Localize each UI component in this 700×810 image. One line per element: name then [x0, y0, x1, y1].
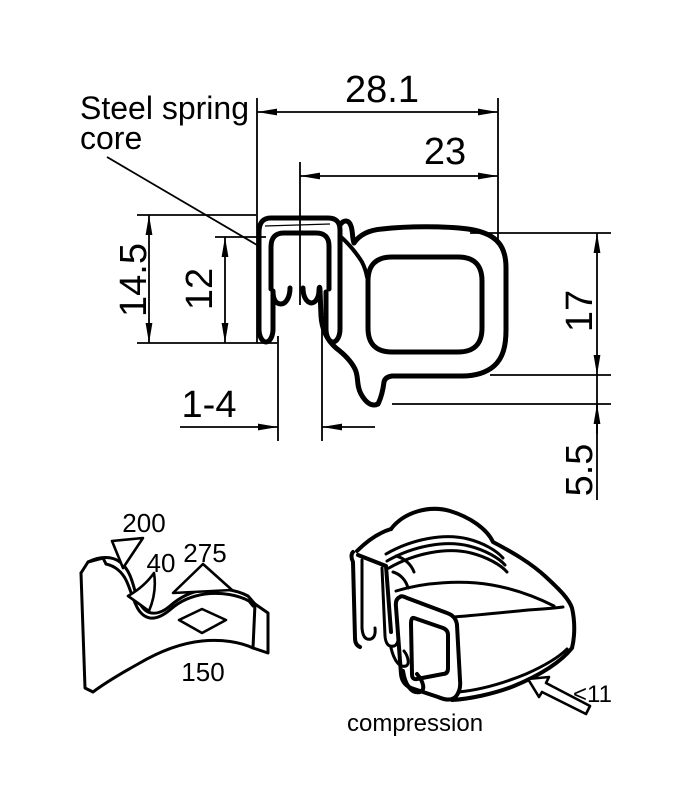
seal-3d-bulb-ring-outer	[393, 594, 463, 702]
bend-radius-150-value: 150	[181, 657, 224, 687]
dimension-grip-range-value: 1-4	[182, 384, 237, 426]
dimension-overall-width: 28.1	[257, 69, 498, 116]
steel-spring-core-label: Steel spring core	[80, 90, 249, 156]
bend-figure-end-cap-edge	[251, 602, 257, 650]
seal-3d-clip-top-edge	[355, 527, 393, 553]
dimension-lip-height-value: 5.5	[559, 444, 601, 497]
bend-radii-figure: 200 40 275 150	[79, 508, 270, 694]
seal-3d-bulb-ring-inner	[409, 615, 450, 682]
dimension-bulb-width: 23	[300, 131, 498, 180]
dimension-clip-inner-height-value: 12	[179, 268, 221, 310]
bend-figure-outline	[79, 571, 270, 694]
dimension-clip-height: 14.5	[113, 215, 155, 343]
compression-arrow-icon	[526, 675, 592, 716]
seal-3d-membrane-arcs	[391, 554, 416, 590]
bend-arrow-40-icon	[126, 571, 157, 613]
seal-3d-view: compression <11	[347, 506, 612, 737]
bend-figure-left-bevel	[79, 556, 108, 575]
dimension-overall-width-value: 28.1	[345, 69, 419, 111]
compression-limit-value: <11	[573, 681, 612, 708]
bulb-inner-wall	[365, 254, 485, 355]
bend-arrow-200-icon	[110, 536, 145, 570]
steel-spring-core-label-line2: core	[80, 120, 142, 156]
dimension-lip-height: 5.5	[559, 404, 601, 496]
seal-3d-bottom-edge-line	[456, 647, 569, 694]
seal-3d-clip-legs	[360, 558, 410, 668]
bend-radius-40-value: 40	[147, 548, 176, 578]
bend-arrow-150-icon	[177, 607, 228, 635]
seal-3d-crease-lines	[384, 535, 509, 574]
grip-finger-and-tail	[300, 284, 381, 408]
compression-label: compression	[347, 710, 483, 737]
steel-spring-core-label-line1: Steel spring	[80, 90, 249, 126]
dimension-bulb-height-value: 17	[559, 290, 601, 332]
dimension-bulb-width-value: 23	[424, 131, 466, 173]
dimension-grip-range: 1-4	[180, 384, 375, 431]
callout-leader-line	[106, 156, 258, 246]
bend-radius-275-value: 275	[183, 538, 226, 568]
clip-outer-profile	[256, 215, 343, 345]
bend-figure-top-front-edge	[104, 562, 255, 620]
dimension-clip-inner-height: 12	[179, 237, 229, 343]
dimension-bulb-height: 17	[559, 233, 601, 375]
cross-section-view	[256, 215, 509, 408]
bend-arrow-275-icon	[171, 562, 234, 595]
membrane-line	[338, 234, 369, 279]
bend-radius-200-value: 200	[122, 508, 165, 538]
seal-3d-silhouette	[389, 506, 577, 702]
seal-3d-clip-ring	[349, 550, 393, 649]
dimension-annotations: 28.1 23 14.5 12 17 5.5 1-4 Steel	[80, 69, 611, 500]
seal-3d-front-edges	[394, 580, 565, 619]
extension-lines	[137, 98, 611, 500]
steel-core-hint-line	[264, 223, 331, 227]
bulb-outer-profile	[337, 218, 509, 407]
dimension-clip-height-value: 14.5	[113, 243, 155, 317]
